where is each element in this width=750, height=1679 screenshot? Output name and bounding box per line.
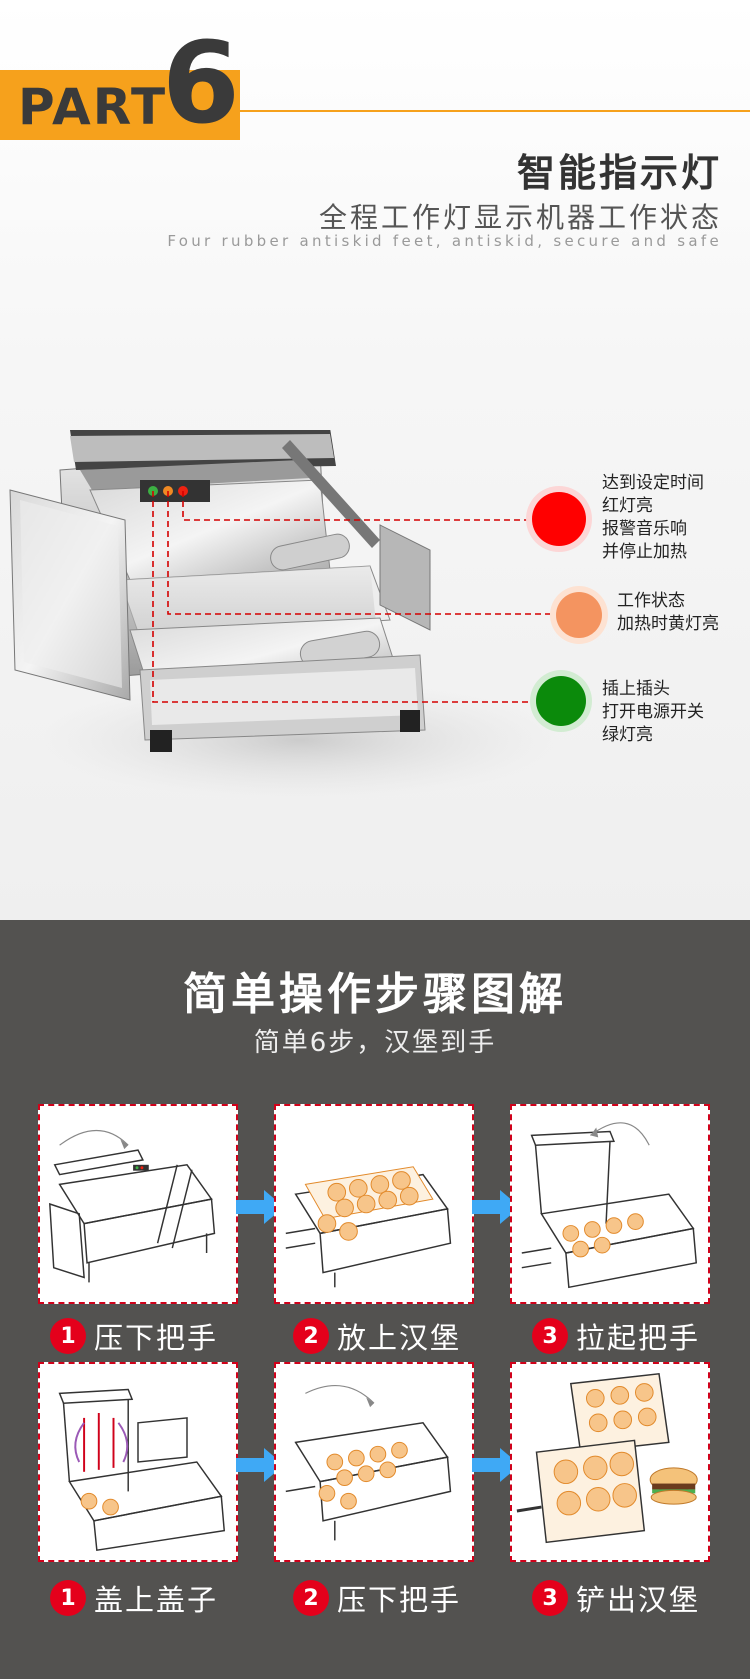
steps-title: 简单操作步骤图解 [183, 969, 567, 1020]
red-light-icon [532, 492, 586, 546]
part-divider [240, 110, 750, 112]
section-subtitle: 全程工作灯显示机器工作状态 [318, 201, 722, 234]
step-image-place-burger [274, 1104, 474, 1304]
arrow-right-icon [472, 1190, 520, 1224]
section-title: 智能指示灯 [516, 151, 722, 195]
step-image-press-handle [38, 1104, 238, 1304]
section-english: Four rubber antiskid feet, antiskid, sec… [167, 232, 722, 250]
step-label: 3 拉起把手 [532, 1316, 700, 1356]
part-label: PART [18, 78, 168, 136]
step-number-badge: 3 [532, 1580, 568, 1616]
part-bar [0, 70, 240, 140]
step-image-lift-handle [510, 1104, 710, 1304]
steps-subtitle: 简单6步，汉堡到手 [253, 1028, 497, 1058]
step-label: 3 铲出汉堡 [532, 1578, 700, 1618]
green-light-label: 插上插头 打开电源开关 绿灯亮 [602, 679, 704, 745]
step-label: 1 盖上盖子 [50, 1578, 218, 1618]
step-number-badge: 1 [50, 1318, 86, 1354]
step-label: 2 放上汉堡 [293, 1316, 461, 1356]
part-number: 6 [162, 19, 240, 149]
burger-machine-image [9, 430, 560, 800]
yellow-light-icon [556, 592, 602, 638]
step-number-badge: 2 [293, 1318, 329, 1354]
step-image-press-handle-2 [274, 1362, 474, 1562]
step-image-serve-burger [510, 1362, 710, 1562]
step-number-badge: 3 [532, 1318, 568, 1354]
arrow-right-icon [472, 1448, 520, 1482]
step-label: 1 压下把手 [50, 1316, 218, 1356]
step-number-badge: 2 [293, 1580, 329, 1616]
step-label: 2 压下把手 [293, 1578, 461, 1618]
yellow-light-label: 工作状态 加热时黄灯亮 [617, 591, 719, 634]
red-light-label: 达到设定时间 红灯亮 报警音乐响 并停止加热 [602, 473, 704, 562]
arrow-right-icon [236, 1448, 284, 1482]
step-image-close-lid [38, 1362, 238, 1562]
arrow-right-icon [236, 1190, 284, 1224]
step-number-badge: 1 [50, 1580, 86, 1616]
green-light-icon [536, 676, 586, 726]
